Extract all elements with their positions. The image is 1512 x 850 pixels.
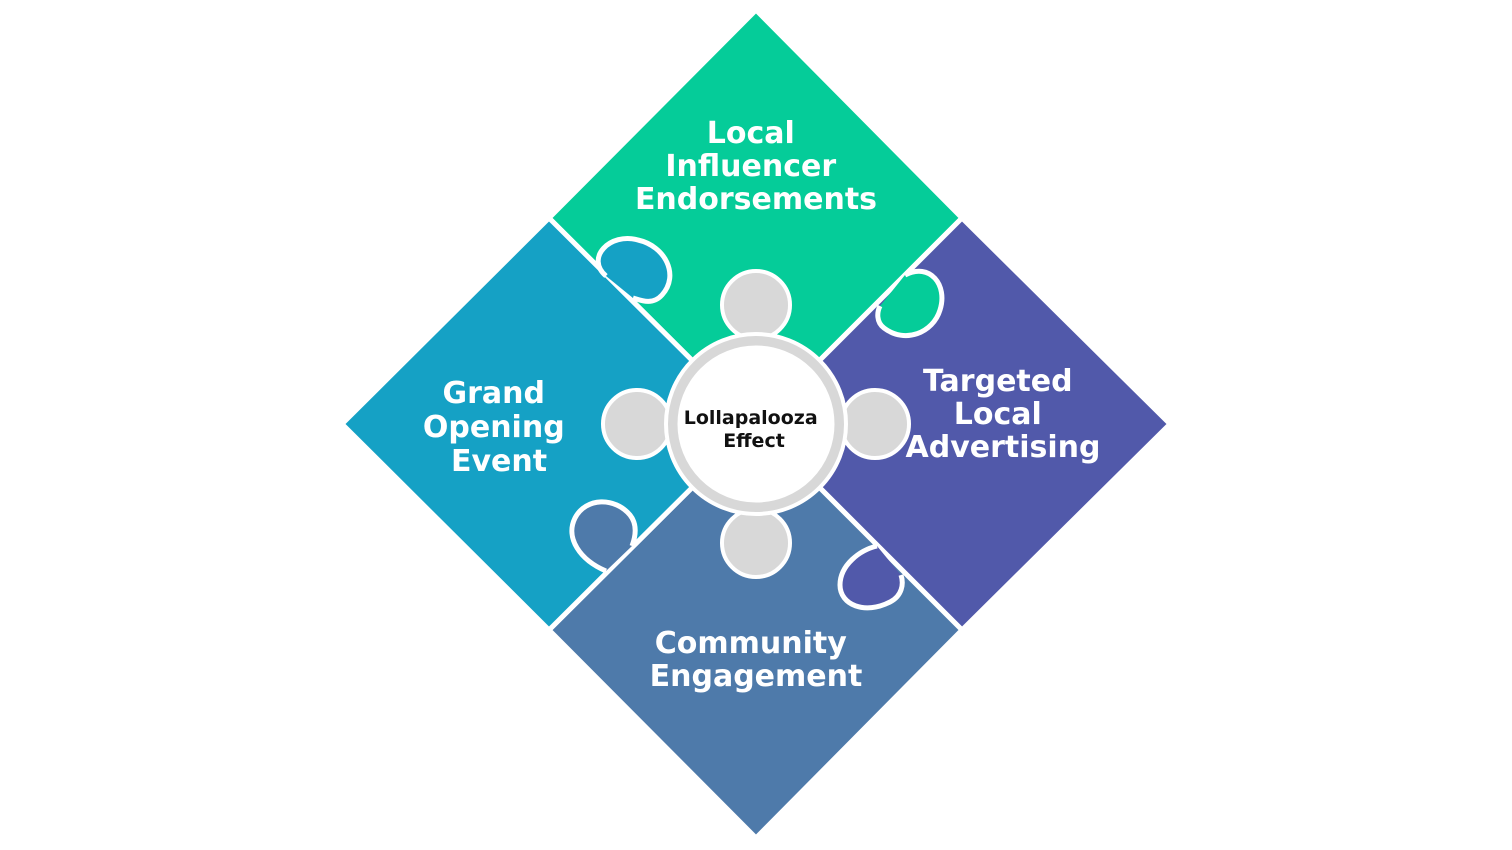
puzzle-tab-bottom-right xyxy=(837,543,905,611)
piece-top-label: Local Influencer Endorsements xyxy=(635,116,877,217)
piece-left-line: Grand xyxy=(443,376,546,411)
piece-bottom-line: Engagement xyxy=(650,659,863,694)
center-knob-right xyxy=(839,388,911,460)
center-hub: Lollapalooza Effect xyxy=(601,269,911,579)
piece-top-line: Local xyxy=(707,116,795,151)
center-label-line: Lollapalooza xyxy=(684,407,818,429)
center-knob-bottom xyxy=(720,507,792,579)
puzzle-tab-top-right xyxy=(875,268,945,339)
piece-left-label: Grand Opening Event xyxy=(423,376,575,479)
piece-bottom-line: Community xyxy=(655,626,847,661)
piece-bottom-label: Community Engagement xyxy=(650,626,863,694)
piece-right-label: Targeted Local Advertising xyxy=(906,364,1101,465)
piece-top-line: Endorsements xyxy=(635,182,877,217)
puzzle-piece-left: Grand Opening Event xyxy=(339,215,759,633)
piece-right-line: Targeted xyxy=(923,364,1073,399)
puzzle-tab-bottom-left xyxy=(569,499,638,574)
center-knobs xyxy=(601,269,911,579)
puzzle-tab-top-left xyxy=(595,236,673,304)
center-knob-top xyxy=(720,269,792,341)
piece-left-line: Opening xyxy=(423,410,565,445)
center-label-line: Effect xyxy=(723,430,785,452)
puzzle-tabs xyxy=(569,236,945,611)
center-knob-left xyxy=(601,388,673,460)
piece-left-line: Event xyxy=(451,444,547,479)
center-core xyxy=(674,342,838,506)
piece-right-line: Advertising xyxy=(906,430,1101,465)
center-label: Lollapalooza Effect xyxy=(684,407,825,452)
piece-left-shape xyxy=(339,215,759,633)
piece-right-line: Local xyxy=(954,397,1042,432)
piece-top-line: Influencer xyxy=(665,149,836,184)
